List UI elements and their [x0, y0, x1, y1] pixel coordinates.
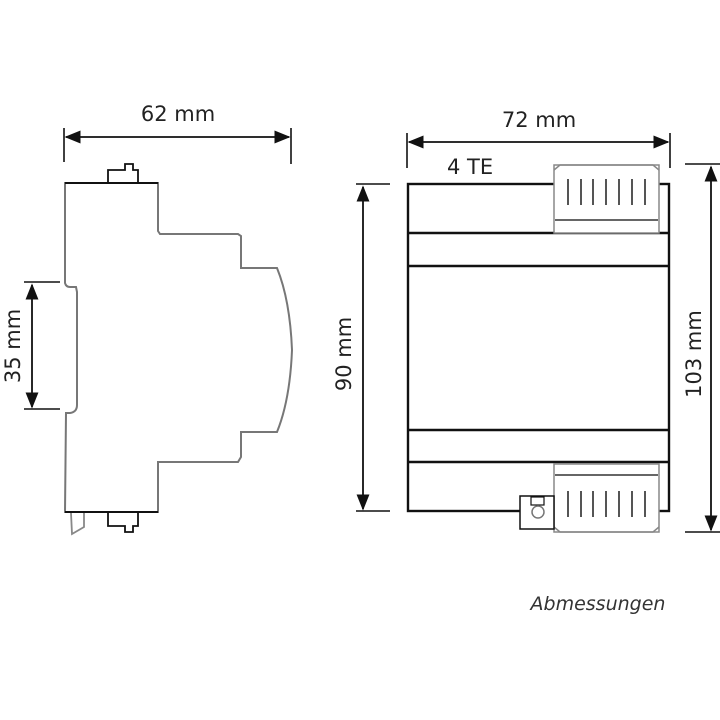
caption: Abmessungen: [529, 593, 666, 615]
rail-35-label: 35 mm: [1, 309, 25, 383]
bottom-clip: [107, 512, 139, 533]
screw-icon: [531, 505, 545, 519]
bottom-terminal-block: [519, 463, 660, 533]
dimension-103mm: 103 mm: [682, 163, 720, 533]
screw-connector: [519, 495, 555, 530]
side-view: 62 mm 35 mm: [1, 102, 294, 536]
width-62-label: 62 mm: [141, 102, 215, 126]
modules-4te-label: 4 TE: [447, 155, 493, 179]
dimension-35mm: 35 mm: [1, 281, 60, 410]
top-clip: [107, 163, 139, 183]
front-view: 72 mm 4 TE: [332, 108, 720, 533]
dimension-62mm: 62 mm: [63, 102, 292, 164]
dimension-90mm: 90 mm: [332, 183, 390, 512]
height-103-label: 103 mm: [682, 310, 706, 398]
bottom-latch: [70, 512, 85, 536]
side-profile-outline: [63, 182, 294, 513]
top-terminal-block: [553, 164, 660, 234]
dimension-72mm: 72 mm: [406, 108, 671, 168]
height-90-label: 90 mm: [332, 317, 356, 391]
width-72-label: 72 mm: [502, 108, 576, 132]
